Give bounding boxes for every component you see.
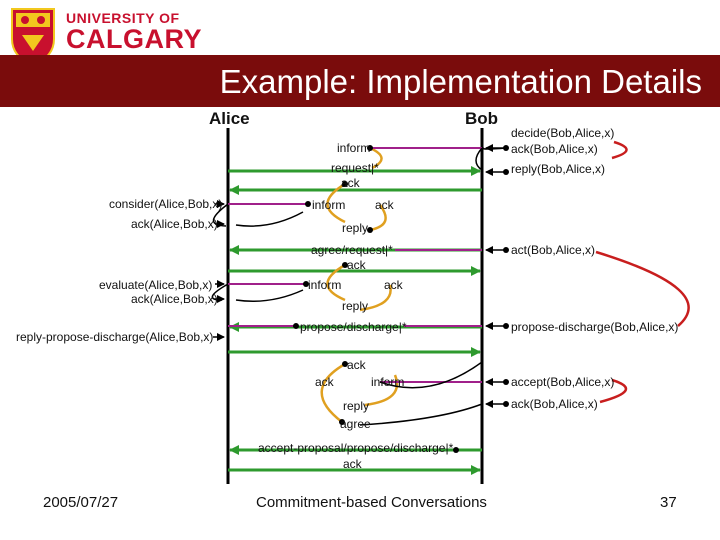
- label-ack: ack: [343, 457, 363, 471]
- red-links: [595, 140, 690, 404]
- label-inform: inform: [312, 198, 345, 212]
- bob-decide: decide(Bob,Alice,x): [511, 126, 614, 140]
- bob-accept: accept(Bob,Alice,x): [511, 375, 614, 389]
- alice-ack-consider: ack(Alice,Bob,x): [131, 217, 218, 231]
- label-ack: ack: [375, 198, 395, 212]
- university-line1: UNIVERSITY OF: [66, 10, 180, 26]
- connection-dot: [342, 262, 348, 268]
- label-inform: inform: [371, 375, 404, 389]
- reply-loop: [326, 182, 346, 224]
- reply-loop: [326, 263, 346, 302]
- connection-dot: [367, 145, 373, 151]
- red-loop: [611, 140, 628, 160]
- connection-dot: [367, 227, 373, 233]
- label-reply: reply: [343, 399, 369, 413]
- connection-dot: [339, 419, 345, 425]
- footer-date: 2005/07/27: [43, 494, 119, 511]
- bob-reply: reply(Bob,Alice,x): [511, 162, 605, 176]
- connection-dot: [303, 281, 309, 287]
- label-inform: inform: [308, 278, 341, 292]
- black-curve: [359, 403, 483, 426]
- footer-center: Commitment-based Conversations: [256, 494, 487, 511]
- page-number: 37: [660, 494, 677, 511]
- bob-propose-discharge: propose-discharge(Bob,Alice,x): [511, 320, 678, 334]
- label-ack: ack: [315, 375, 335, 389]
- label-accept-proposal: accept-proposal/propose/discharge|*: [258, 441, 454, 455]
- green-messages: [228, 166, 482, 475]
- label-propose-discharge: propose/discharge|*: [300, 320, 407, 334]
- bob-ack-accept: ack(Bob,Alice,x): [511, 397, 598, 411]
- connection-dot: [453, 447, 459, 453]
- alice-pointers: [213, 200, 225, 341]
- reply-loop: [369, 146, 383, 170]
- title-bar: [0, 55, 720, 107]
- bob-pointers: [485, 144, 506, 408]
- reply-loop: [369, 204, 387, 232]
- alice-ack-evaluate: ack(Alice,Bob,x): [131, 292, 218, 306]
- label-ack: ack: [347, 258, 367, 272]
- red-loop: [595, 250, 690, 327]
- alice-label: Alice: [209, 109, 250, 128]
- reply-loop: [364, 374, 399, 407]
- label-ack: ack: [347, 358, 367, 372]
- label-reply: reply: [342, 221, 368, 235]
- slide-title: Example: Implementation Details: [219, 63, 702, 100]
- label-agree: agree: [340, 417, 371, 431]
- university-line2: CALGARY: [66, 24, 202, 54]
- black-curve: [379, 361, 483, 389]
- label-ack: ack: [341, 176, 361, 190]
- connection-dot: [305, 201, 311, 207]
- label-reply: reply: [342, 299, 368, 313]
- bob-ack-decide: ack(Bob,Alice,x): [511, 142, 598, 156]
- reply-loop: [320, 362, 346, 423]
- label-ack: ack: [384, 278, 404, 292]
- connection-dot: [342, 361, 348, 367]
- red-loop: [599, 378, 628, 404]
- university-name: UNIVERSITY OF CALGARY: [66, 11, 202, 53]
- alice-consider: consider(Alice,Bob,x): [109, 197, 222, 211]
- label-agree-request: agree/request|*: [311, 243, 393, 257]
- orange-links: [320, 146, 399, 423]
- black-curve: [475, 147, 483, 171]
- label-request: request|*: [331, 161, 379, 175]
- magenta-links: [228, 147, 482, 383]
- connection-dot: [293, 323, 299, 329]
- black-curve: [235, 289, 304, 302]
- bob-label: Bob: [465, 109, 498, 128]
- reply-loop: [359, 284, 392, 312]
- black-curve: [235, 211, 304, 227]
- alice-reply-propose: reply-propose-discharge(Alice,Bob,x): [16, 330, 213, 344]
- label-inform: inform: [337, 141, 370, 155]
- alice-evaluate: evaluate(Alice,Bob,x): [99, 278, 212, 292]
- bob-act: act(Bob,Alice,x): [511, 243, 595, 257]
- connection-dot: [342, 181, 348, 187]
